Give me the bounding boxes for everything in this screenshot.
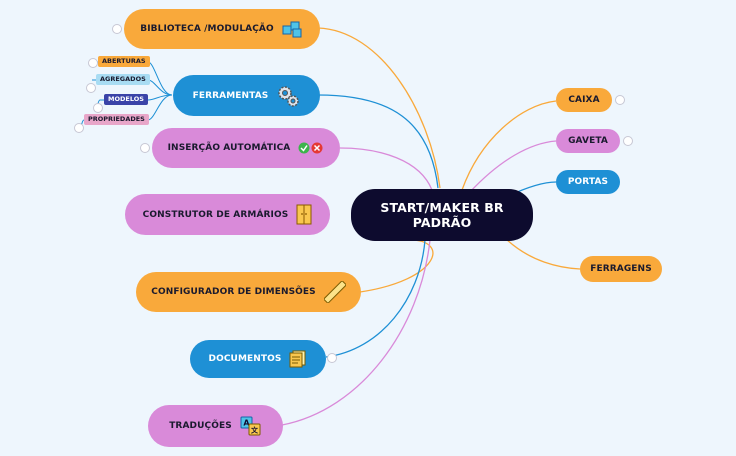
topic-biblioteca-badge xyxy=(112,24,122,34)
documents-icon xyxy=(289,350,307,368)
cabinet-icon xyxy=(296,204,312,226)
svg-text:文: 文 xyxy=(251,426,259,435)
subtopic-agregados-badge xyxy=(86,83,96,93)
topic-biblioteca[interactable]: BIBLIOTECA /MODULAÇÃO xyxy=(124,9,320,49)
topic-caixa-label: CAIXA xyxy=(568,95,600,105)
subtopic-modelos-badge xyxy=(93,103,103,113)
cubes-icon xyxy=(282,20,304,38)
topic-configurador-label: CONFIGURADOR DE DIMENSÕES xyxy=(151,287,316,297)
ruler-icon xyxy=(323,281,346,303)
topic-configurador[interactable]: CONFIGURADOR DE DIMENSÕES xyxy=(136,272,361,312)
central-topic-line2: PADRÃO xyxy=(412,215,472,230)
topic-traducoes-label: TRADUÇÕES xyxy=(169,421,232,431)
central-topic-line1: START/MAKER BR xyxy=(380,200,504,215)
subtopic-agregados[interactable]: AGREGADOS xyxy=(96,74,150,85)
subtopic-aberturas[interactable]: ABERTURAS xyxy=(98,56,150,67)
topic-gaveta[interactable]: GAVETA xyxy=(556,129,620,153)
gears-icon xyxy=(276,84,300,108)
subtopic-modelos[interactable]: MODELOS xyxy=(104,94,148,105)
topic-caixa-badge xyxy=(615,95,625,105)
topic-documentos-badge xyxy=(327,353,337,363)
topic-gaveta-badge xyxy=(623,136,633,146)
topic-insercao-badge xyxy=(140,143,150,153)
svg-text:A: A xyxy=(243,419,250,428)
subtopic-propriedades[interactable]: PROPRIEDADES xyxy=(84,114,149,125)
topic-construtor-label: CONSTRUTOR DE ARMÁRIOS xyxy=(142,209,289,220)
topic-gaveta-label: GAVETA xyxy=(568,136,608,146)
topic-ferragens-label: FERRAGENS xyxy=(590,264,652,274)
topic-caixa[interactable]: CAIXA xyxy=(556,88,612,112)
check-cross-icon xyxy=(298,142,324,154)
subtopic-aberturas-badge xyxy=(88,58,98,68)
topic-construtor[interactable]: CONSTRUTOR DE ARMÁRIOS xyxy=(125,194,330,235)
topic-portas-label: PORTAS xyxy=(567,177,609,187)
topic-ferragens[interactable]: FERRAGENS xyxy=(580,256,662,282)
central-topic[interactable]: START/MAKER BR PADRÃO xyxy=(351,189,533,241)
subtopic-propriedades-badge xyxy=(74,123,84,133)
topic-portas[interactable]: PORTAS xyxy=(556,170,620,194)
topic-insercao-label: INSERÇÃO AUTOMÁTICA xyxy=(167,143,291,153)
topic-biblioteca-label: BIBLIOTECA /MODULAÇÃO xyxy=(140,24,274,34)
topic-ferramentas-label: FERRAMENTAS xyxy=(192,90,269,101)
topic-documentos[interactable]: DOCUMENTOS xyxy=(190,340,326,378)
topic-ferramentas[interactable]: FERRAMENTAS xyxy=(173,75,320,116)
topic-documentos-label: DOCUMENTOS xyxy=(208,354,282,364)
topic-insercao[interactable]: INSERÇÃO AUTOMÁTICA xyxy=(152,128,340,168)
